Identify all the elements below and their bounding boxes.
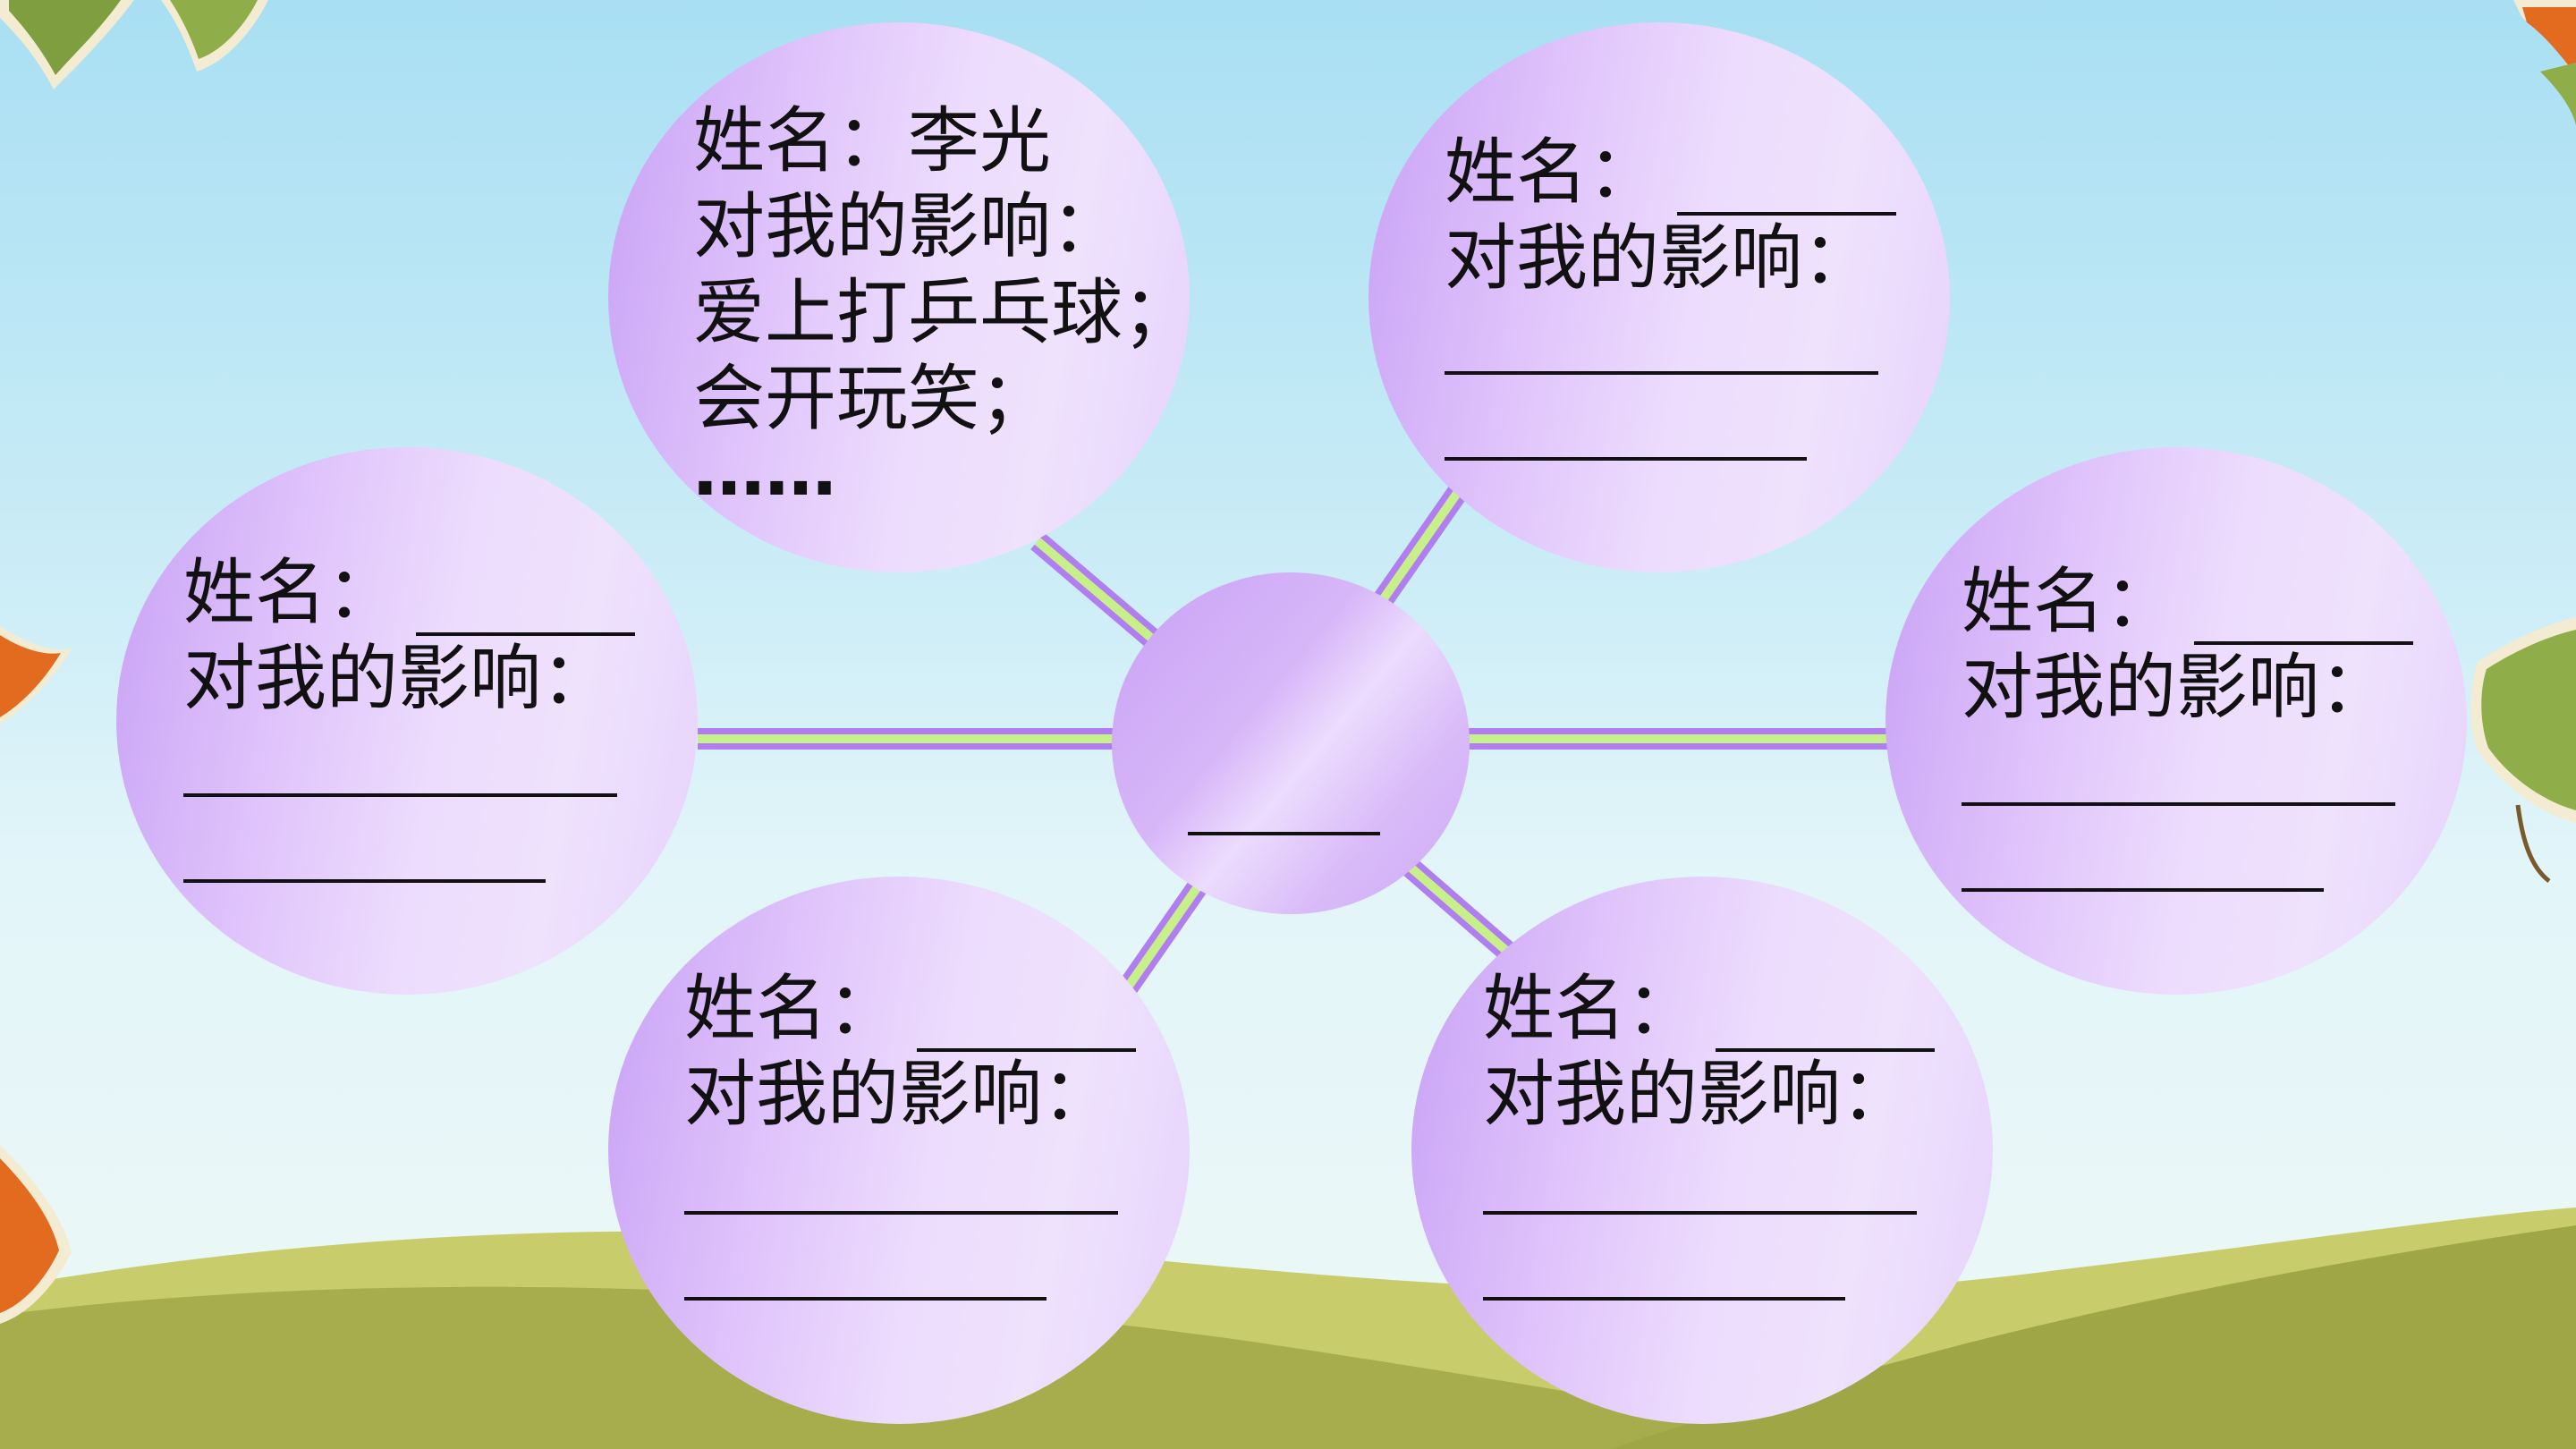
name-blank[interactable] [1677,149,1896,216]
bubble-left: 姓名： 对我的影响： [116,447,698,995]
influence-line-1: 爱上打乒乓球； [693,271,1194,354]
influence-blank-2[interactable] [1483,1215,1845,1301]
leaf-right-middle-icon [2470,617,2576,883]
front-hill-right [1610,1225,2576,1449]
influence-blank-2[interactable] [1445,375,1807,461]
influence-blank-1[interactable] [1483,1138,1917,1215]
name-label: 姓名： [693,99,908,182]
influence-blank-1[interactable] [1445,301,1878,375]
connector-bottom-left [1118,879,1208,995]
center-node [1112,572,1470,914]
influence-label: 对我的影响： [183,637,613,720]
leaf-top-left-icon [0,0,268,89]
influence-line-2: 会开玩笑； [693,357,1051,440]
name-label: 姓名： [1962,560,2176,643]
name-blank[interactable] [416,570,635,636]
name-blank[interactable] [2194,579,2413,645]
influence-label: 对我的影响： [693,185,1123,268]
bubble-right: 姓名： 对我的影响： [1885,447,2467,995]
connectors [698,486,1887,995]
influence-blank-1[interactable] [684,1138,1118,1215]
connector-top-right [1373,486,1467,607]
influence-label: 对我的影响： [684,1053,1114,1136]
bubble-top-right: 姓名： 对我的影响： [1368,22,1950,572]
center-blank-line[interactable] [1188,832,1380,835]
influence-ellipsis: …… [693,428,836,512]
leaf-top-right-icon [2513,0,2576,125]
name-label: 姓名： [1445,131,1659,214]
bubble-bottom-left: 姓名： 对我的影响： [608,877,1190,1424]
bubble-top-left: 姓名： 李光 对我的影响： 爱上打乒乓球； 会开玩笑； …… [608,22,1194,572]
name-value: 李光 [908,99,1051,182]
influence-blank-2[interactable] [1962,806,2324,892]
name-blank[interactable] [917,986,1136,1052]
connector-bottom-right [1402,857,1519,964]
name-label: 姓名： [183,551,398,634]
name-label: 姓名： [1483,967,1698,1050]
influence-blank-1[interactable] [183,722,617,797]
bubble-bottom-right: 姓名： 对我的影响： [1411,877,1993,1424]
name-label: 姓名： [684,967,899,1050]
leaf-bottom-left-icon [0,1145,72,1324]
influence-blank-1[interactable] [1962,731,2395,806]
influence-label: 对我的影响： [1483,1053,1912,1136]
connector-top-left [1030,532,1165,653]
name-blank[interactable] [1716,986,1935,1052]
influence-blank-2[interactable] [684,1215,1046,1301]
influence-label: 对我的影响： [1445,216,1874,300]
influence-blank-2[interactable] [183,797,546,883]
leaf-left-middle-icon [0,626,72,724]
influence-label: 对我的影响： [1962,646,2391,729]
